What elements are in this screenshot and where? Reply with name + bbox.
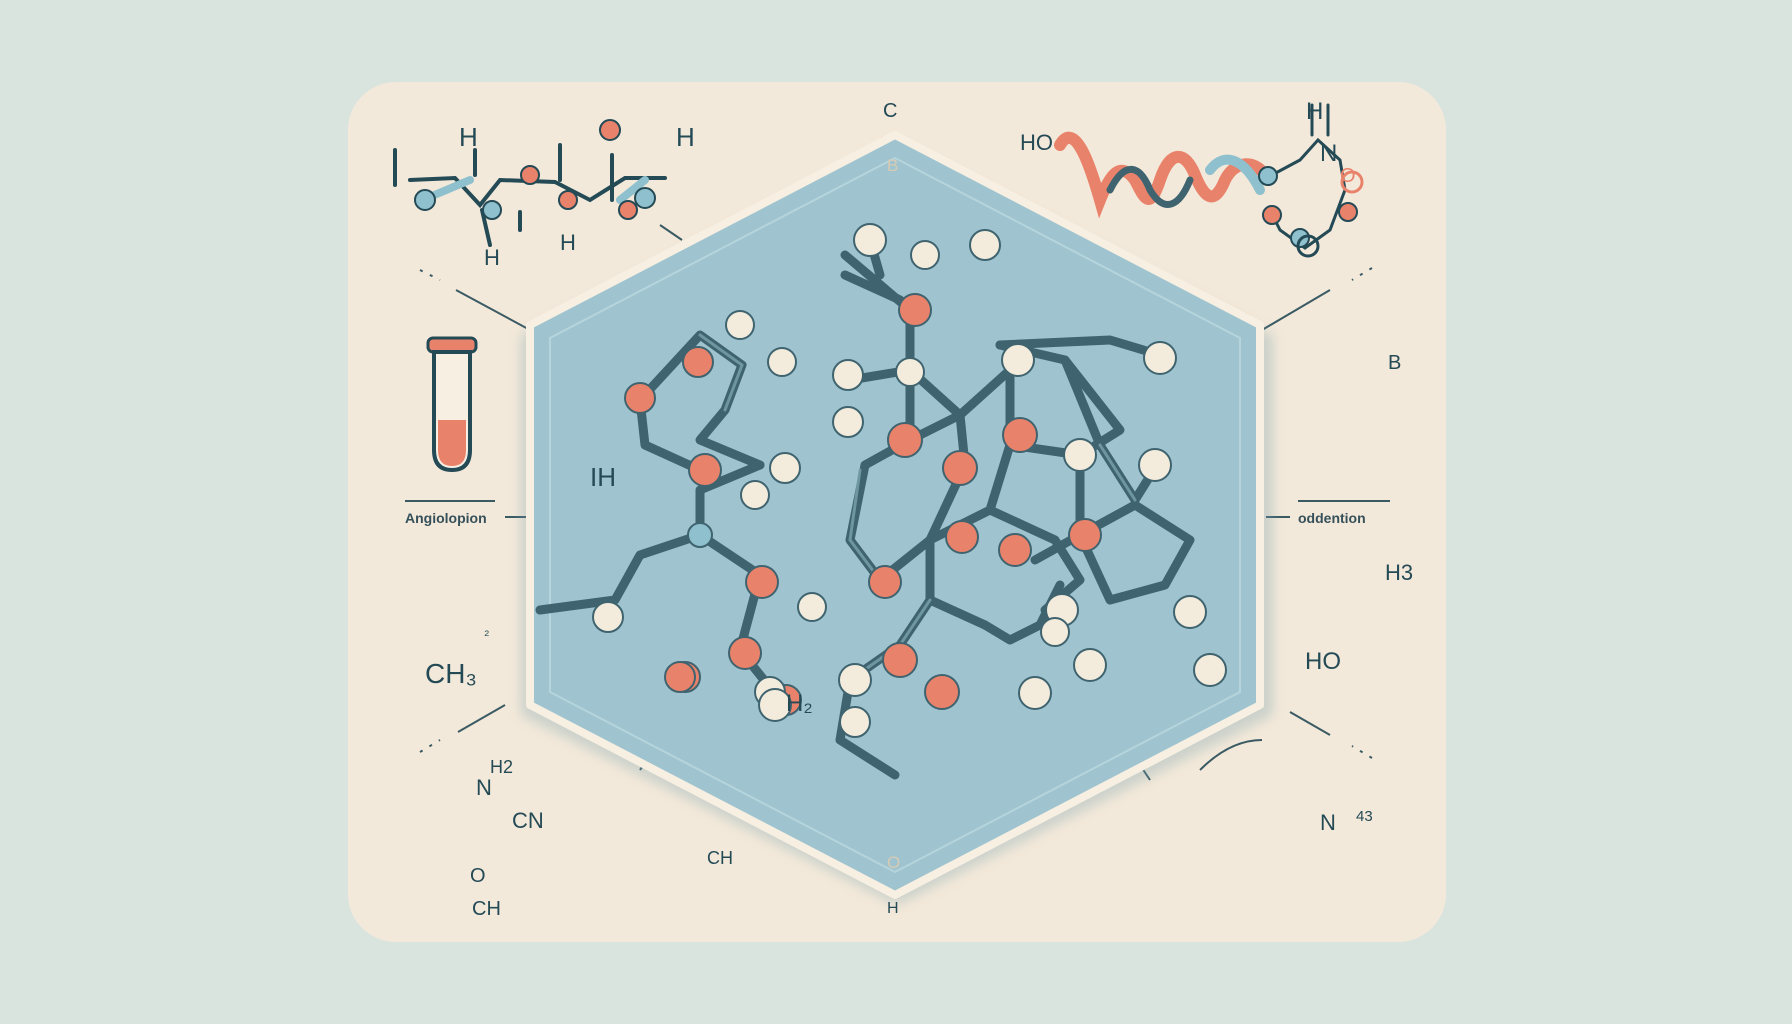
hexagon-top-inner-label: B [887,156,899,175]
top-left-label-4: H [676,122,695,152]
top-right-o-label: O [1340,165,1356,187]
top-right-ho-label: HO [1020,130,1053,155]
top-right-atoms [1258,166,1364,258]
right-middle-b-label: B [1388,352,1402,374]
right-lower-ho-label: HO [1305,648,1341,675]
bottom-right-n-label: N [1320,810,1336,835]
left-lower-sub-label: ₂ [484,622,490,638]
left-lower-ch3-label: CH₃ [425,658,477,689]
top-right-n-label: N [1320,140,1338,167]
right-lower-h3-label: H3 [1385,560,1414,585]
hexagon-bottom-label: H [887,900,899,917]
right-caption: oddention [1298,510,1366,526]
hexagon-top-label: C [883,100,898,122]
bottom-left-cn-label: CN [512,808,544,833]
center-h2-label: H₂ [786,690,813,717]
center-ih-label: IH [590,462,616,492]
test-tube-icon [426,336,478,473]
bottom-left-n-label: N [476,775,492,800]
left-caption: Angiolopion [405,510,487,526]
top-left-atoms [414,119,656,220]
right-caption-rule [1298,500,1390,502]
top-left-molecule [393,143,667,247]
top-left-label-1: H [459,122,478,152]
hexagon-bottom-inner-label: O [887,853,901,872]
central-molecule-atoms [592,223,1227,738]
top-left-label-3: H [560,230,576,255]
bottom-left-o-label: O [470,865,486,887]
top-right-h-label: H [1306,98,1324,125]
bottom-left-h2-label: H2 [490,757,514,777]
left-caption-rule [405,500,495,502]
bottom-left-ch-right-label: CH [707,848,733,868]
bottom-right-sub-label: 43 [1356,808,1373,825]
central-hexagon [526,131,1264,899]
top-left-label-2: H [484,245,500,270]
bottom-left-ch-bottom-label: CH [472,898,501,920]
